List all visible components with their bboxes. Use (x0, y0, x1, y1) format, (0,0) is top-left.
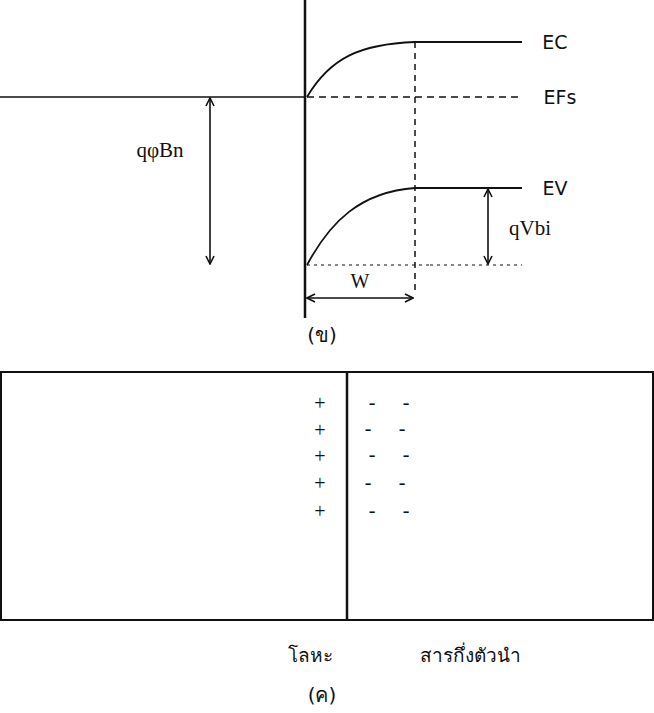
negative-charge: - (403, 500, 410, 520)
region-label: โลหะ (288, 640, 333, 670)
negative-charge: - (365, 472, 372, 492)
semiconductor-region: สารกึ่งตัวนำ (347, 372, 654, 620)
figure-label: (ค) (308, 685, 337, 705)
figure-label: (ข) (307, 325, 337, 345)
barrier-label: qφBn (136, 140, 183, 161)
negative-charge: - (399, 418, 406, 438)
negative-charge: - (365, 418, 372, 438)
negative-charge: - (369, 444, 376, 464)
width-label: W (351, 271, 370, 291)
region-label: สารกึ่งตัวนำ (420, 640, 521, 670)
negative-charge: - (403, 444, 410, 464)
positive-charge: + (314, 420, 325, 440)
negative-charge: - (399, 472, 406, 492)
positive-charge: + (314, 446, 325, 466)
energy-label: EV (542, 179, 567, 198)
positive-charge: + (314, 473, 325, 493)
negative-charge: - (369, 392, 376, 412)
positive-charge: + (314, 393, 325, 413)
energy-label: EC (542, 33, 567, 52)
positive-charge: + (314, 501, 325, 521)
negative-charge: - (369, 500, 376, 520)
negative-charge: - (403, 392, 410, 412)
potential-label: qVbi (509, 218, 551, 239)
energy-label: EFs (544, 88, 577, 107)
metal-region: โลหะ (0, 372, 347, 620)
